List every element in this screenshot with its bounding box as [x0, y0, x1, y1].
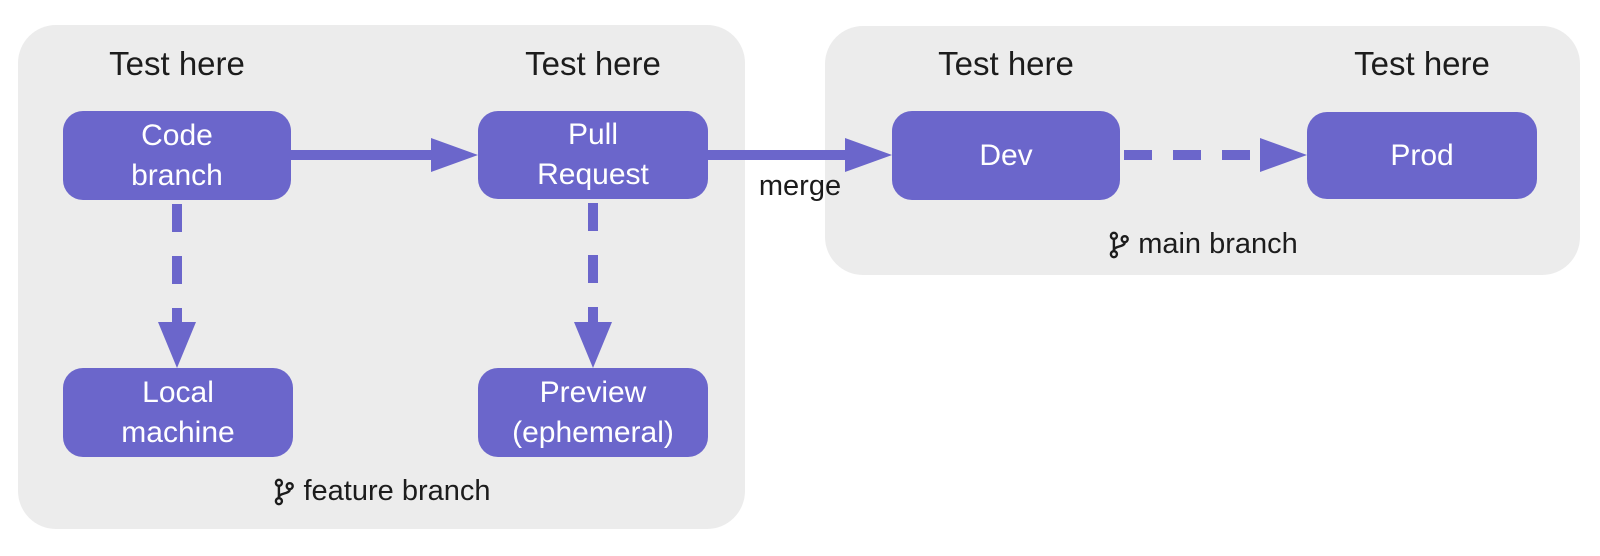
merge-edge-label: merge — [758, 170, 842, 202]
arrowhead-pr-to-dev — [845, 138, 892, 172]
preview-node: Preview (ephemeral) — [478, 368, 708, 457]
arrowhead-pr-to-preview — [574, 322, 612, 368]
edge-pr-to-dev — [708, 150, 848, 160]
git-branch-icon — [272, 477, 296, 507]
pull-request-node: Pull Request — [478, 111, 708, 199]
local-machine-node: Local machine — [63, 368, 293, 457]
prod-node: Prod — [1307, 112, 1537, 199]
main-branch-label-text: main branch — [1138, 228, 1298, 260]
test-here-label-dev: Test here — [938, 45, 1074, 82]
test-here-label-code-branch: Test here — [109, 45, 245, 82]
test-here-label-pull-request: Test here — [525, 45, 661, 82]
feature-branch-label: feature branch — [18, 475, 745, 508]
feature-branch-label-text: feature branch — [303, 475, 491, 507]
dev-node: Dev — [892, 111, 1120, 200]
edge-code-to-local — [172, 204, 182, 322]
test-here-label-prod: Test here — [1354, 45, 1490, 82]
edge-pr-to-preview — [588, 203, 598, 322]
main-branch-label: main branch — [825, 228, 1580, 261]
edge-code-to-pr — [290, 150, 435, 160]
arrowhead-dev-to-prod — [1260, 138, 1307, 172]
code-branch-node: Code branch — [63, 111, 291, 200]
arrowhead-code-to-pr — [431, 138, 478, 172]
edge-dev-to-prod — [1124, 150, 1257, 160]
git-branch-icon — [1107, 230, 1131, 260]
arrowhead-code-to-local — [158, 322, 196, 368]
